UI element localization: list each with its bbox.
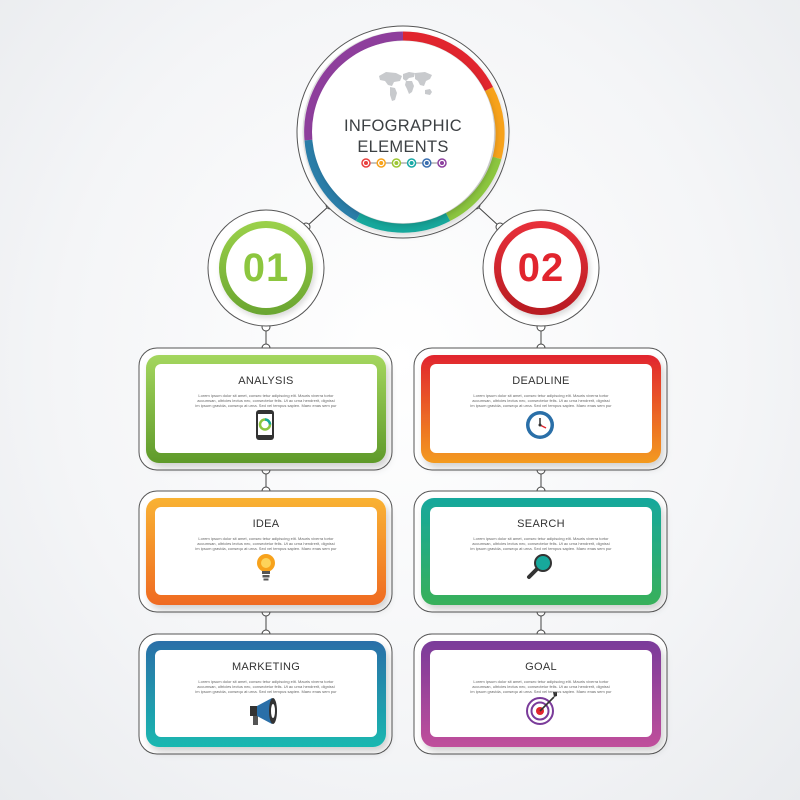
card-frame-deadline	[413, 347, 668, 471]
color-dot-center	[379, 161, 384, 165]
smartphone-chart-icon	[256, 410, 274, 440]
branch-circle-02	[482, 209, 600, 327]
card-frame-analysis	[138, 347, 393, 471]
color-dot-center	[440, 161, 444, 165]
card-frame-idea	[138, 490, 393, 613]
world-map-icon	[379, 72, 432, 101]
branch-circle-01	[207, 209, 325, 327]
color-dot-center	[409, 161, 414, 165]
card-frame-goal	[413, 633, 668, 755]
color-dot-center	[364, 161, 368, 165]
lightbulb-icon	[257, 554, 275, 581]
card-frame-search	[413, 490, 668, 613]
card-frame-marketing	[138, 633, 393, 755]
megaphone-icon	[250, 698, 277, 725]
magnifier-icon	[527, 554, 552, 579]
color-dots	[361, 158, 447, 168]
color-dot-center	[394, 161, 399, 165]
main-circle	[296, 25, 510, 239]
target-icon	[526, 692, 557, 725]
color-dot-center	[424, 161, 429, 165]
clock-icon	[526, 411, 554, 439]
